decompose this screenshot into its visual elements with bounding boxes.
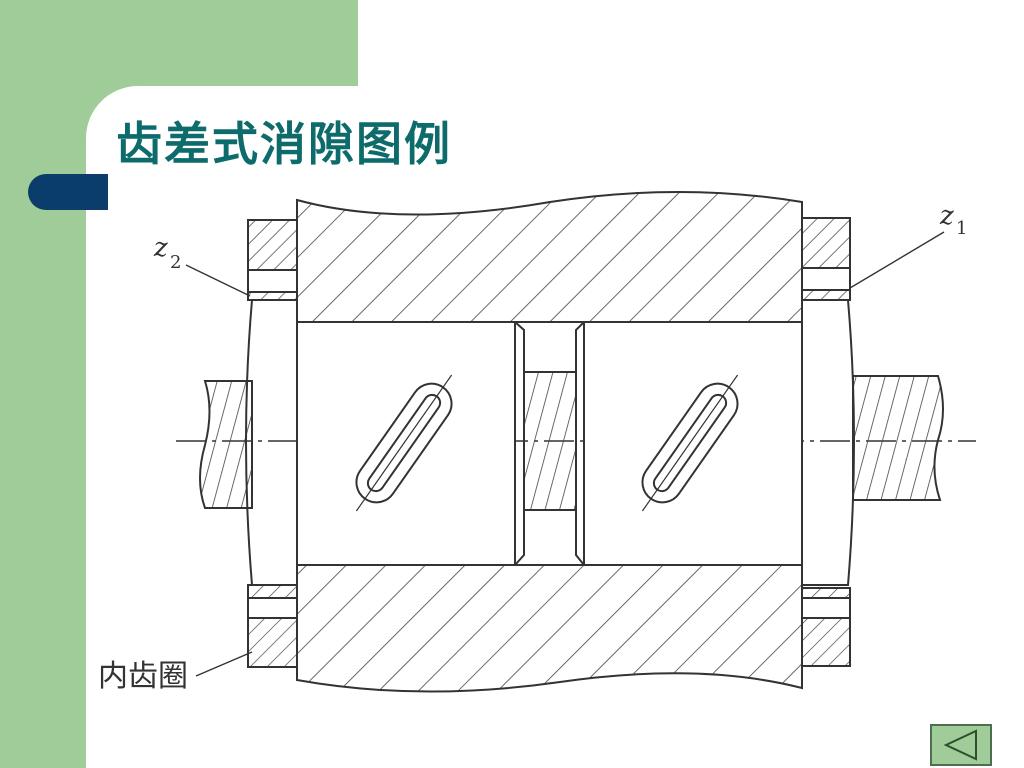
z1-label: z — [939, 201, 954, 231]
back-button[interactable] — [930, 724, 992, 766]
middle-screw-section — [523, 371, 577, 511]
triangle-left-icon — [943, 729, 977, 761]
right-bottom-teeth-band — [801, 597, 851, 619]
left-top-teeth-band — [247, 269, 298, 293]
inner-ring-label: 内齿圈 — [98, 659, 188, 694]
right-flange — [802, 299, 855, 586]
right-return-slot — [641, 374, 739, 512]
right-screw-shaft — [852, 375, 944, 501]
left-flange — [245, 299, 298, 586]
left-gap-flange — [514, 321, 525, 566]
left-screw-shaft — [199, 380, 253, 509]
right-gap-flange — [575, 321, 585, 566]
slide-title: 齿差式消隙图例 — [116, 117, 452, 171]
top-nut-wall — [296, 191, 803, 323]
inner-ring-leader — [195, 651, 253, 677]
left-bottom-teeth-band — [247, 597, 298, 619]
z2-leader — [185, 264, 251, 297]
z1-subscript: 1 — [956, 218, 967, 239]
right-top-teeth-band — [801, 267, 851, 291]
bottom-nut-wall — [296, 564, 803, 693]
z1-leader — [849, 231, 945, 289]
z2-subscript: 2 — [170, 252, 181, 273]
z2-label: z — [153, 233, 168, 263]
left-return-slot — [355, 374, 453, 512]
accent-tab — [28, 174, 108, 210]
